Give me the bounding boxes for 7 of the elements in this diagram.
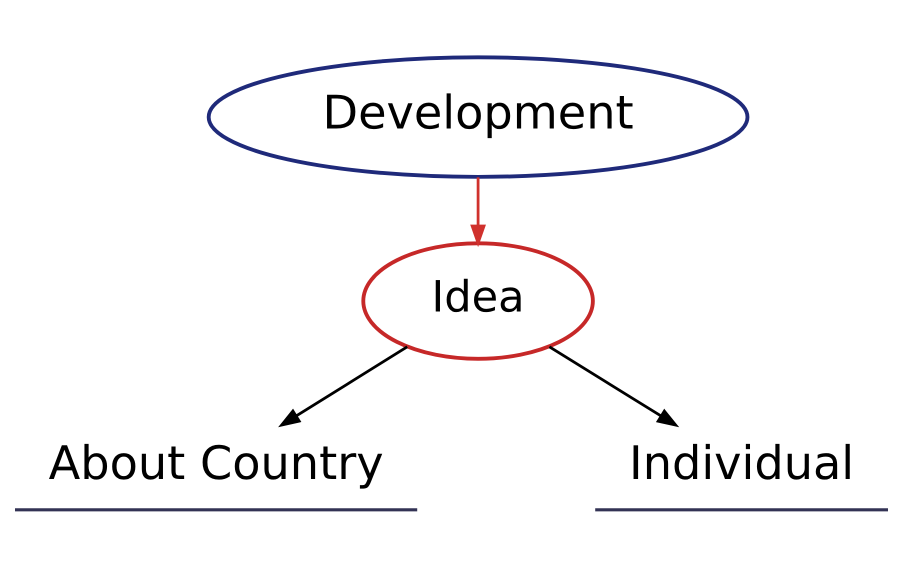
node-text: Individual	[629, 436, 854, 490]
arrow	[470, 177, 486, 248]
node-text: About Country	[48, 436, 384, 490]
arrow	[548, 346, 680, 428]
arrow	[278, 346, 408, 428]
node-ellipse: Idea	[361, 241, 595, 361]
node-ellipse: Development	[206, 55, 750, 179]
